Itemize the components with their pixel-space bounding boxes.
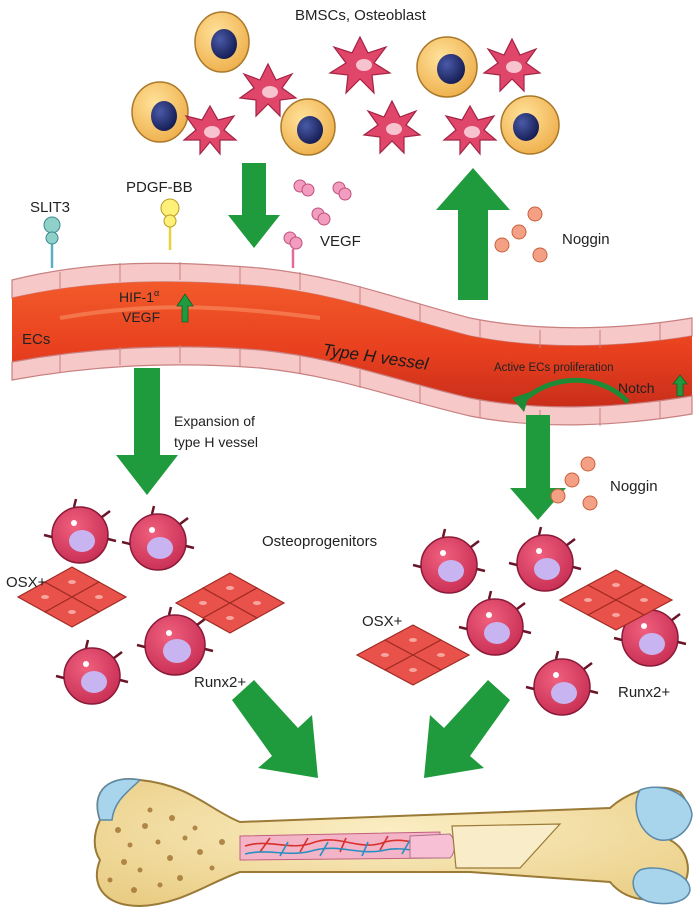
msc-cell [328,35,392,95]
proliferation-curved-arrow [520,377,630,404]
pdgf-bb-label: PDGF-BB [126,179,193,196]
osteoprogenitors-label: Osteoprogenitors [262,533,377,550]
osteoblast-cell [194,11,250,73]
osteoprogenitor-cell [55,639,129,705]
msc-cell [182,104,238,156]
up-arrow-hif [176,293,194,323]
ecs-label: ECs [22,331,50,348]
osx-cell-sheet [558,569,674,631]
msc-cell [482,37,542,93]
proliferation-arrowhead [512,392,530,412]
osx-label-left: OSX+ [6,574,47,591]
osteoprogenitor-cell [508,526,582,592]
bmsc-osteoblast-label: BMSCs, Osteoblast [295,7,427,24]
osteoprogenitor-cell [136,606,214,676]
noggin-label-mid: Noggin [610,478,658,495]
osx-cell-sheet [174,572,286,634]
msc-cell [238,62,298,118]
arrow-up-to-bmsc [436,168,510,300]
osteoprogenitor-cell [43,498,117,564]
noggin-molecules-top [494,206,548,263]
hif-1a-label: HIF-1α [119,288,159,305]
arrow-down-to-vessel [228,163,280,248]
notch-label: Notch [618,380,655,396]
msc-cell [442,104,498,156]
pdgf-bb-ligand [160,198,180,250]
osteoblast-cell [416,36,478,98]
runx2-label-left: Runx2+ [194,674,246,691]
arrow-to-bone-right [424,680,510,778]
noggin-molecules-mid [550,456,598,511]
active-ecs-label: Active ECs proliferation [494,362,614,374]
osteoprogenitor-cell [458,590,532,656]
osteoblast-cell [131,81,189,143]
arrow-expansion [116,368,178,495]
msc-cell [362,99,422,155]
expansion-label-line1: Expansion of [174,413,255,429]
runx2-label-right: Runx2+ [618,684,670,701]
slit3-label: SLIT3 [30,199,70,216]
expansion-label-line2: type H vessel [174,434,258,450]
vegf-molecules [283,179,352,250]
osx-label-right: OSX+ [362,613,403,630]
long-bone [93,778,693,908]
osteoprogenitor-cell [121,505,195,571]
osteoblast-cell [500,95,560,155]
osteoprogenitor-cell [525,650,599,716]
noggin-label-top: Noggin [562,231,610,248]
arrow-to-bone-left [232,680,318,778]
osteoprogenitor-cell [412,528,486,594]
osx-cell-sheet [16,566,128,628]
arrow-noggin-down [510,415,566,520]
osteoblast-cell [280,98,336,156]
osx-cell-sheet [355,624,471,686]
slit3-ligand [43,216,61,268]
vegf-inside-label: VEGF [122,309,160,325]
osteoprogenitor-cell [613,601,687,667]
up-arrow-notch [672,374,688,397]
vegf-label: VEGF [320,233,361,250]
